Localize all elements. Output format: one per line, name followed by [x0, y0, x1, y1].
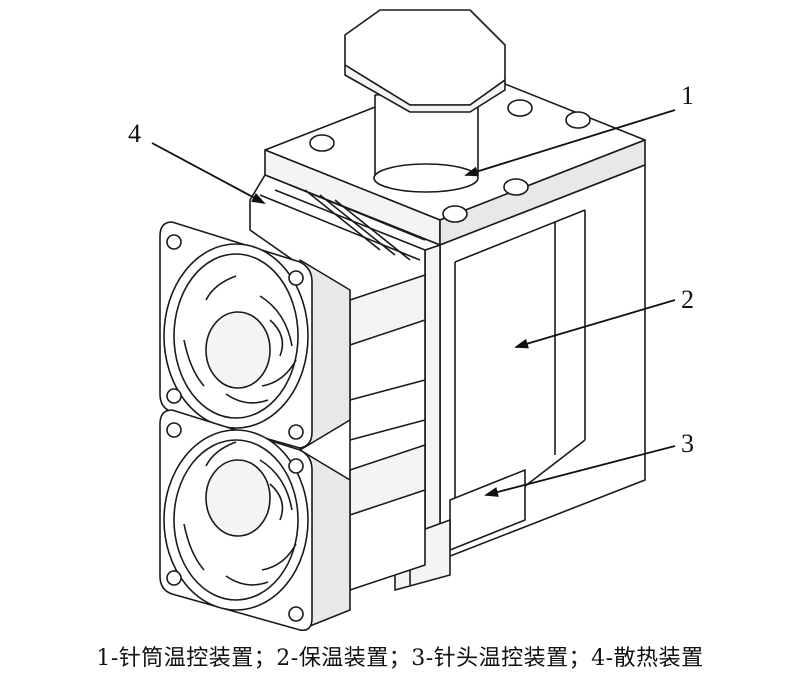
- leader-lines: [151, 109, 676, 497]
- arrow-4: [151, 142, 266, 204]
- arrow-3: [484, 445, 676, 497]
- arrow-2: [514, 299, 676, 349]
- syringe-barrel: [344, 9, 506, 193]
- figure-caption: 1-针筒温控装置；2-保温装置；3-针头温控装置；4-散热装置: [96, 646, 704, 671]
- fan-lower: [159, 409, 351, 632]
- heatsink: [249, 174, 441, 591]
- callout-2: 2: [681, 285, 694, 314]
- callout-3: 3: [681, 429, 694, 458]
- insulation-body: [424, 164, 646, 566]
- callout-4: 4: [128, 119, 141, 148]
- fan-upper: [159, 221, 351, 451]
- arrow-1: [464, 109, 676, 177]
- callout-1: 1: [681, 81, 694, 110]
